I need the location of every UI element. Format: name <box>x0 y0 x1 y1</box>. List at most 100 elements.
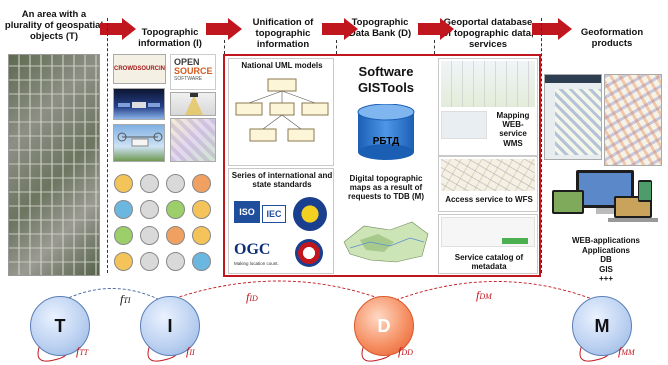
ogc-tagline: Making location count. <box>234 261 279 266</box>
header-unification: Unification of topographic information <box>252 17 314 50</box>
products-map-area <box>555 89 601 155</box>
digital-maps-panel: Digital topographic maps as a result of … <box>340 172 432 274</box>
product-gis: GIS <box>599 264 613 274</box>
label-f-mm-main: f <box>618 344 622 358</box>
separator-5 <box>541 18 542 273</box>
theme-icon <box>114 252 133 271</box>
node-d: D <box>354 296 414 356</box>
header-geoportal: Geoportal database of topographic data, … <box>442 17 534 50</box>
wfs-map-image <box>441 159 535 191</box>
label-f-dm: fDM <box>476 288 492 303</box>
label-f-dd: fDD <box>398 344 413 359</box>
unification-tdb-geoportal-frame <box>223 54 541 277</box>
arrow-5 <box>532 18 572 40</box>
header-area: An area with a plurality of geospatial o… <box>4 9 104 42</box>
label-f-tt: fTT <box>76 344 88 359</box>
lidar-image <box>170 92 216 116</box>
theme-icon <box>114 226 133 245</box>
devices-icon <box>552 170 658 222</box>
software-panel: Software GISTools РБТД <box>340 58 432 168</box>
arrow-1 <box>100 18 136 40</box>
theme-icon <box>140 200 159 219</box>
theme-icon <box>114 174 133 193</box>
database-cylinder-icon <box>357 104 415 160</box>
wfs-panel: Access service to WFS <box>438 156 538 212</box>
standards-title: Series of international and state standa… <box>231 171 333 190</box>
label-f-ii-main: f <box>186 344 190 358</box>
standards-panel: Series of international and state standa… <box>228 168 334 274</box>
theme-icon <box>140 174 159 193</box>
theme-icon <box>166 252 185 271</box>
node-t: T <box>30 296 90 356</box>
crowdsourcing-label: CROWDSOURCING <box>114 66 166 72</box>
label-f-ii-sub: II <box>189 348 195 357</box>
catalog-label: Service catalog of metadata <box>454 253 524 272</box>
satellite-icon <box>118 102 160 108</box>
label-f-id: fID <box>246 290 258 305</box>
label-f-id-main: f <box>246 290 250 304</box>
theme-icon <box>166 200 185 219</box>
theme-icon <box>166 174 185 193</box>
node-i: I <box>140 296 200 356</box>
separator-3 <box>336 40 337 54</box>
crowdsourcing-image: CROWDSOURCING <box>113 54 166 84</box>
uml-models-title: National UML models <box>241 61 323 70</box>
label-f-tt-main: f <box>76 344 80 358</box>
ogc-logo: OGC <box>234 241 271 258</box>
product-db: DB <box>600 255 612 265</box>
theme-icon <box>192 174 211 193</box>
satellite-photo-image <box>113 88 165 120</box>
arrow-4 <box>418 18 454 40</box>
catalog-accent-bar <box>502 238 528 244</box>
arrow-2 <box>206 18 242 40</box>
separator-2 <box>224 40 225 54</box>
header-data-bank: Topographic Data Bank (D) <box>348 17 412 39</box>
uml-diagram <box>235 78 329 142</box>
drone-image <box>113 124 165 162</box>
label-f-dm-sub: DM <box>479 292 492 301</box>
wfs-label: Access service to WFS <box>445 195 533 204</box>
label-f-mm-sub: MM <box>621 348 635 357</box>
database-label: РБТД <box>372 136 400 147</box>
label-f-tt-sub: TT <box>79 348 89 357</box>
label-f-ii: fII <box>186 344 195 359</box>
opensource-label-1: OPEN <box>174 57 200 67</box>
products-screenshot-2 <box>604 74 662 166</box>
header-topographic-information: Topographic information (I) <box>138 27 202 49</box>
label-f-dm-main: f <box>476 288 480 302</box>
theme-icon <box>192 252 211 271</box>
uml-models-panel: National UML models <box>228 58 334 166</box>
theme-icon <box>140 226 159 245</box>
theme-icon <box>140 252 159 271</box>
label-f-ti-main: f <box>120 292 124 306</box>
label-f-ti-sub: TI <box>123 296 131 305</box>
product-more: +++ <box>598 274 613 284</box>
opensource-label-2: SOURCE <box>174 66 213 76</box>
wms-panel: Mapping WEB- service WMS <box>438 58 538 156</box>
iso-logo: ISO <box>234 201 260 223</box>
thematic-icon-grid <box>112 172 218 276</box>
opensource-image: OPEN SOURCE SOFTWARE <box>170 54 216 90</box>
standards-seal-logo <box>295 239 323 267</box>
wms-screenshot <box>441 61 535 107</box>
drone-icon <box>117 132 163 147</box>
header-products: Geoformation products <box>580 27 644 49</box>
separator-1 <box>107 18 108 273</box>
product-web-applications: WEB-applications <box>571 236 640 245</box>
label-f-mm: fMM <box>618 344 635 359</box>
label-f-dd-sub: DD <box>401 348 413 357</box>
products-screenshot-1 <box>544 74 602 160</box>
catalog-panel: Service catalog of metadata <box>438 214 538 274</box>
arrow-3 <box>322 18 358 40</box>
lidar-icon <box>185 93 203 115</box>
wms-label: Mapping WEB- service WMS <box>496 111 530 148</box>
theme-icon <box>192 200 211 219</box>
products-list: WEB-applications Applications DB GIS +++ <box>556 236 656 284</box>
digital-maps-title: Digital topographic maps as a result of … <box>348 174 424 202</box>
theme-icon <box>166 226 185 245</box>
satellite-image <box>8 54 100 276</box>
inspire-logo <box>293 197 327 231</box>
wms-screenshot-2 <box>441 111 487 139</box>
theme-icon <box>114 200 133 219</box>
